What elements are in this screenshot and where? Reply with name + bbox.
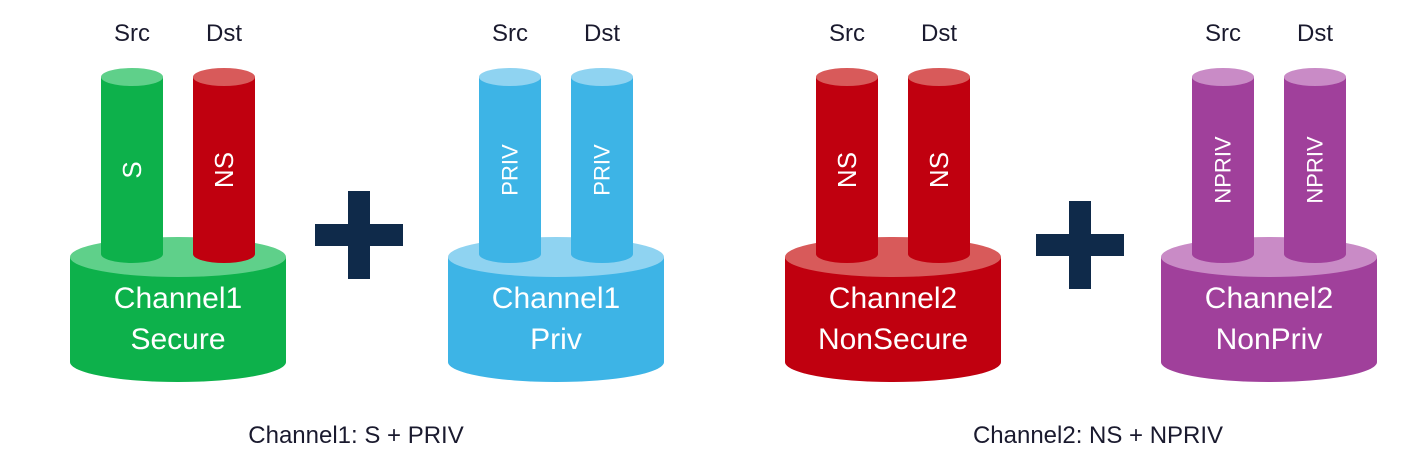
src-pillar: PRIV	[479, 68, 541, 263]
dst-pillar-top	[193, 68, 255, 86]
base-cylinder-body	[70, 257, 286, 382]
src-pillar-label: NPRIV	[1211, 136, 1236, 204]
src-pillar-top	[101, 68, 163, 86]
dst-pillar-label: PRIV	[590, 144, 615, 196]
dst-pillar: NS	[193, 68, 255, 263]
base-cylinder-body	[1161, 257, 1377, 382]
channel1-priv-block: PRIV PRIV Src Dst Channel1 Priv	[448, 20, 664, 382]
base-cylinder-body	[448, 257, 664, 382]
dst-header: Dst	[1297, 20, 1333, 47]
src-header: Src	[492, 20, 528, 47]
src-pillar-top	[1192, 68, 1254, 86]
dst-pillar-body	[1284, 77, 1346, 263]
src-pillar-body	[479, 77, 541, 263]
src-pillar-label: PRIV	[498, 144, 523, 196]
block-title-line1: Channel2	[1205, 282, 1333, 315]
block-title-line2: Secure	[130, 323, 225, 356]
plus-vertical-bar	[1069, 201, 1091, 289]
dst-pillar: PRIV	[571, 68, 633, 263]
dst-pillar-top	[908, 68, 970, 86]
block-title-line2: NonSecure	[818, 323, 968, 356]
channel2-nonsecure-block: NS NS Src Dst Channel2 NonSecure	[785, 20, 1001, 382]
channel2-nonpriv-block: NPRIV NPRIV Src Dst Channel2 NonPriv	[1161, 20, 1377, 382]
dst-pillar-top	[1284, 68, 1346, 86]
src-pillar-body	[816, 77, 878, 263]
group-caption: Channel1: S + PRIV	[248, 422, 463, 449]
src-pillar-body	[1192, 77, 1254, 263]
src-pillar-label: NS	[832, 152, 862, 188]
dst-header: Dst	[584, 20, 620, 47]
src-pillar-top	[479, 68, 541, 86]
block-title-line1: Channel1	[114, 282, 242, 315]
src-pillar-top	[816, 68, 878, 86]
src-pillar: S	[101, 68, 163, 263]
dst-pillar: NS	[908, 68, 970, 263]
dst-pillar-label: NS	[924, 152, 954, 188]
block-title-line2: NonPriv	[1216, 323, 1323, 356]
src-header: Src	[114, 20, 150, 47]
src-pillar-body	[101, 77, 163, 263]
dst-pillar-body	[193, 77, 255, 263]
dst-pillar-label: NS	[209, 152, 239, 188]
src-pillar: NPRIV	[1192, 68, 1254, 263]
dst-pillar-body	[571, 77, 633, 263]
src-header: Src	[1205, 20, 1241, 47]
plus-vertical-bar	[348, 191, 370, 279]
plus-icon	[315, 191, 403, 279]
dst-header: Dst	[206, 20, 242, 47]
dst-pillar-label: NPRIV	[1303, 136, 1328, 204]
dst-header: Dst	[921, 20, 957, 47]
base-cylinder-body	[785, 257, 1001, 382]
dst-pillar: NPRIV	[1284, 68, 1346, 263]
dst-pillar-top	[571, 68, 633, 86]
block-title-line1: Channel1	[492, 282, 620, 315]
block-title-line1: Channel2	[829, 282, 957, 315]
src-header: Src	[829, 20, 865, 47]
block-title-line2: Priv	[530, 323, 582, 356]
plus-icon	[1036, 201, 1124, 289]
channel1-secure-block: S NS Src Dst Channel1 Secure	[70, 20, 286, 382]
src-pillar-label: S	[117, 161, 147, 178]
group-caption: Channel2: NS + NPRIV	[973, 422, 1223, 449]
dst-pillar-body	[908, 77, 970, 263]
src-pillar: NS	[816, 68, 878, 263]
